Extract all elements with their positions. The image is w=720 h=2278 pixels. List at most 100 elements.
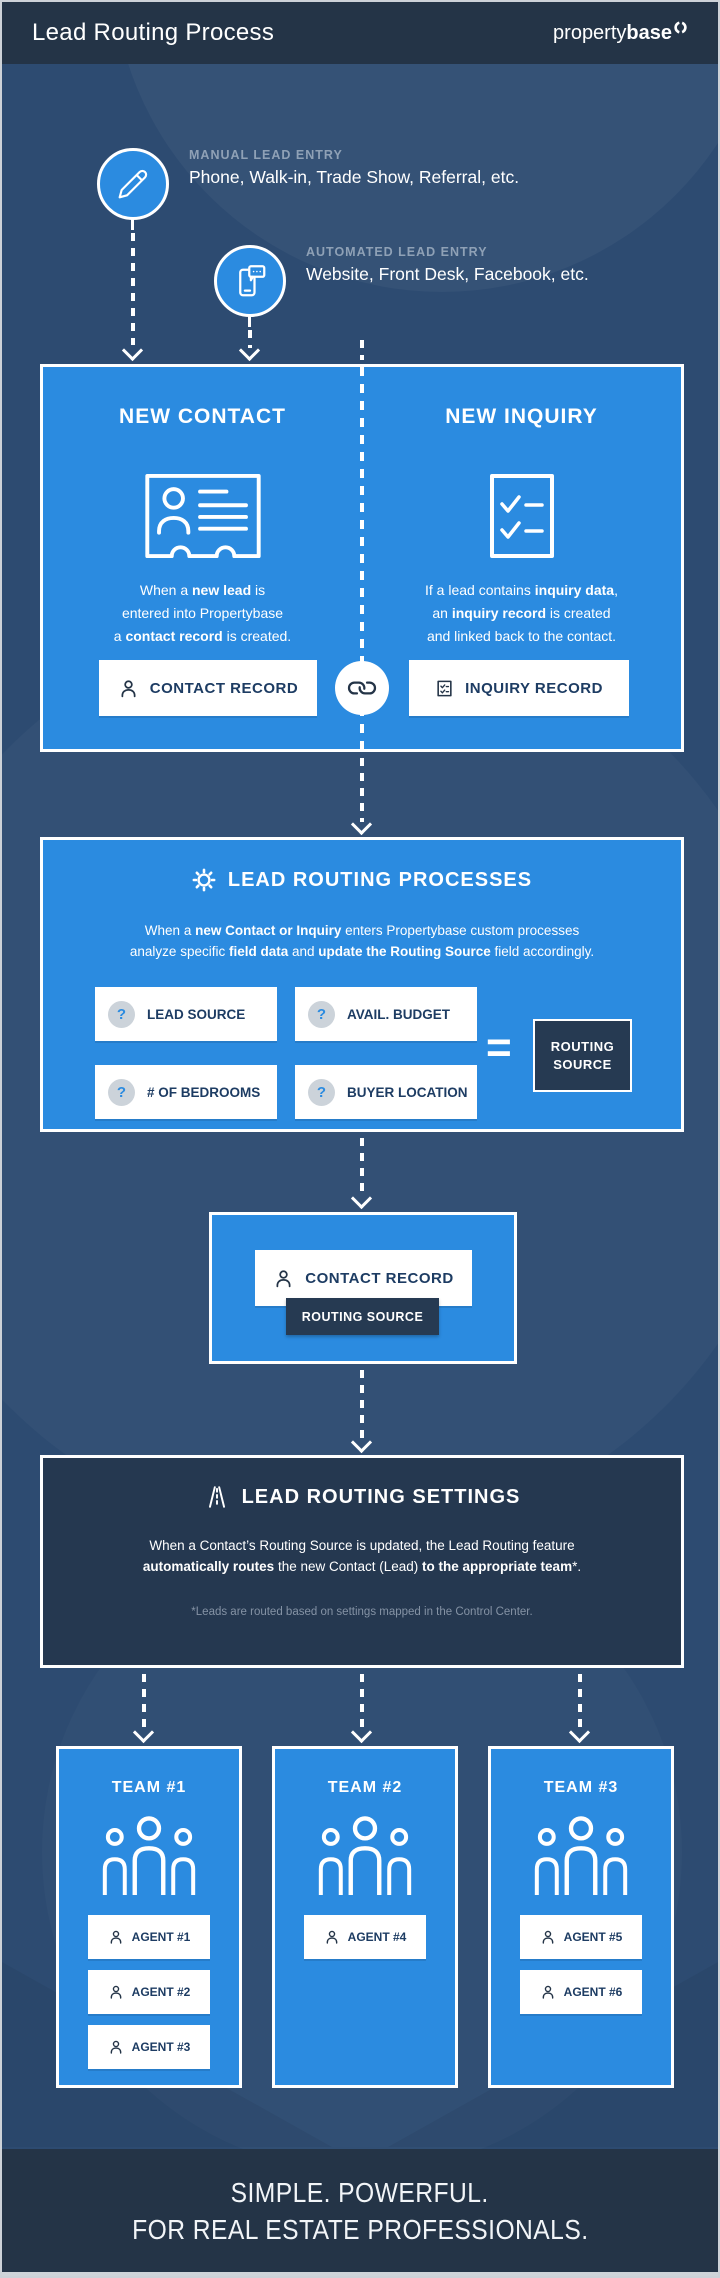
field-lead-source-label: LEAD SOURCE [147, 1006, 246, 1022]
contact-record-label-2: CONTACT RECORD [305, 1269, 454, 1287]
processes-panel: LEAD ROUTING PROCESSES When a new Contac… [40, 837, 684, 1132]
field-buyer-location-label: BUYER LOCATION [347, 1084, 468, 1100]
automated-entry-badge [214, 245, 286, 317]
equals-sign: = [486, 1023, 512, 1072]
agent-label: AGENT #2 [131, 1985, 191, 1999]
brand-name-bold: base [626, 21, 672, 44]
manual-entry-label: MANUAL LEAD ENTRY [189, 148, 343, 162]
settings-title: LEAD ROUTING SETTINGS [241, 1485, 521, 1508]
person-icon [121, 679, 136, 697]
agent-label: AGENT #4 [347, 1930, 407, 1944]
page-title: Lead Routing Process [32, 19, 275, 46]
team-2-agents: AGENT #4 [275, 1915, 455, 1959]
record-panel: CONTACT RECORD ROUTING SOURCE [209, 1212, 517, 1364]
road-icon [208, 1486, 225, 1508]
team-panel-3: TEAM #3 AGENT #5 AGENT #6 [488, 1746, 674, 2088]
team-2-title: TEAM #2 [327, 1779, 403, 1796]
question-icon: ? [308, 1000, 335, 1028]
person-icon [542, 1930, 554, 1944]
flow-line-automated [248, 330, 252, 348]
flow-line-2 [360, 1138, 364, 1196]
new-contact-title: NEW CONTACT [119, 405, 286, 428]
routing-source-box: ROUTING SOURCE [533, 1019, 632, 1092]
automated-entry-text: Website, Front Desk, Facebook, etc. [306, 264, 589, 284]
routing-source-line2: SOURCE [553, 1056, 612, 1072]
new-inquiry-title: NEW INQUIRY [445, 405, 598, 428]
contact-inquiry-panel: NEW CONTACT NEW INQUIRY When a new lead … [40, 364, 684, 752]
field-bedrooms-label: # OF BEDROOMS [147, 1084, 261, 1100]
gear-icon [192, 868, 216, 892]
manual-entry-text: Phone, Walk-in, Trade Show, Referral, et… [189, 167, 520, 187]
team-people-icon [534, 1816, 628, 1895]
manual-entry: MANUAL LEAD ENTRY Phone, Walk-in, Trade … [189, 148, 519, 188]
checklist-small-icon [437, 680, 452, 696]
flow-line-team-2 [360, 1674, 364, 1730]
inquiry-record-button: INQUIRY RECORD [409, 660, 629, 716]
settings-note: *Leads are routed based on settings mapp… [191, 1606, 533, 1618]
team-1-agents: AGENT #1 AGENT #2 AGENT #3 [59, 1915, 239, 2069]
person-icon [276, 1269, 291, 1287]
inquiry-record-label: INQUIRY RECORD [465, 679, 603, 697]
field-avail-budget-label: AVAIL. BUDGET [347, 1006, 450, 1022]
footer-line-1: SIMPLE. POWERFUL. [230, 2176, 490, 2208]
footer-line-2: FOR REAL ESTATE PROFESSIONALS. [131, 2213, 589, 2245]
agent-label: AGENT #6 [563, 1985, 623, 1999]
question-icon: ? [308, 1078, 335, 1106]
processes-title-row: LEAD ROUTING PROCESSES [43, 868, 681, 892]
person-icon [326, 1930, 338, 1944]
agent-button: AGENT #4 [304, 1915, 426, 1959]
manual-entry-badge [97, 148, 169, 220]
team-panel-1: TEAM #1 AGENT #1 AGENT #2 AGENT #3 [56, 1746, 242, 2088]
question-icon: ? [108, 1000, 135, 1028]
person-icon [110, 1930, 122, 1944]
person-icon [542, 1985, 554, 1999]
contact-record-button: CONTACT RECORD [99, 660, 317, 716]
flow-arrowhead-automated [238, 339, 261, 362]
agent-label: AGENT #3 [131, 2040, 191, 2054]
agent-button: AGENT #2 [88, 1970, 210, 2014]
team-people-icon [318, 1816, 412, 1895]
checklist-icon [490, 474, 554, 558]
contact-record-button-2: CONTACT RECORD [255, 1250, 472, 1306]
brand-name-regular: property [553, 21, 627, 44]
settings-desc: When a Contact’s Routing Source is updat… [142, 1538, 582, 1574]
routing-source-line1: ROUTING [550, 1038, 615, 1054]
footer-banner: SIMPLE. POWERFUL. FOR REAL ESTATE PROFES… [2, 2149, 718, 2272]
agent-button: AGENT #3 [88, 2025, 210, 2069]
pencil-icon [118, 169, 148, 199]
manual-badge-stem [131, 219, 134, 230]
link-circle [335, 661, 389, 715]
agent-button: AGENT #6 [520, 1970, 642, 2014]
divider-line-top-stub [360, 340, 364, 360]
settings-panel: LEAD ROUTING SETTINGS When a Contact’s R… [40, 1455, 684, 1668]
bottom-strip [2, 2272, 718, 2276]
person-icon [110, 2040, 122, 2054]
flow-arrowhead-manual [121, 339, 144, 362]
field-avail-budget: ? AVAIL. BUDGET [295, 987, 477, 1041]
smartphone-chat-icon [239, 265, 266, 297]
flow-line-team-1 [142, 1674, 146, 1730]
flow-line-team-3 [578, 1674, 582, 1730]
agent-label: AGENT #5 [563, 1930, 623, 1944]
processes-title: LEAD ROUTING PROCESSES [227, 868, 533, 891]
routing-source-tag: ROUTING SOURCE [286, 1298, 439, 1335]
team-3-agents: AGENT #5 AGENT #6 [491, 1915, 671, 2014]
question-icon: ? [108, 1078, 135, 1106]
contact-card-icon [145, 473, 261, 559]
automated-badge-stem [248, 316, 251, 327]
field-bedrooms: ? # OF BEDROOMS [95, 1065, 277, 1119]
processes-desc: When a new Contact or Inquiry enters Pro… [129, 923, 595, 959]
field-buyer-location: ? BUYER LOCATION [295, 1065, 477, 1119]
panel-divider-dashed [360, 367, 364, 749]
person-icon [110, 1985, 122, 1999]
automated-entry: AUTOMATED LEAD ENTRY Website, Front Desk… [306, 245, 589, 285]
settings-title-row: LEAD ROUTING SETTINGS [43, 1484, 681, 1510]
flow-line-1 [360, 758, 364, 822]
agent-label: AGENT #1 [131, 1930, 191, 1944]
contact-record-label: CONTACT RECORD [149, 679, 299, 697]
team-1-title: TEAM #1 [111, 1779, 187, 1796]
